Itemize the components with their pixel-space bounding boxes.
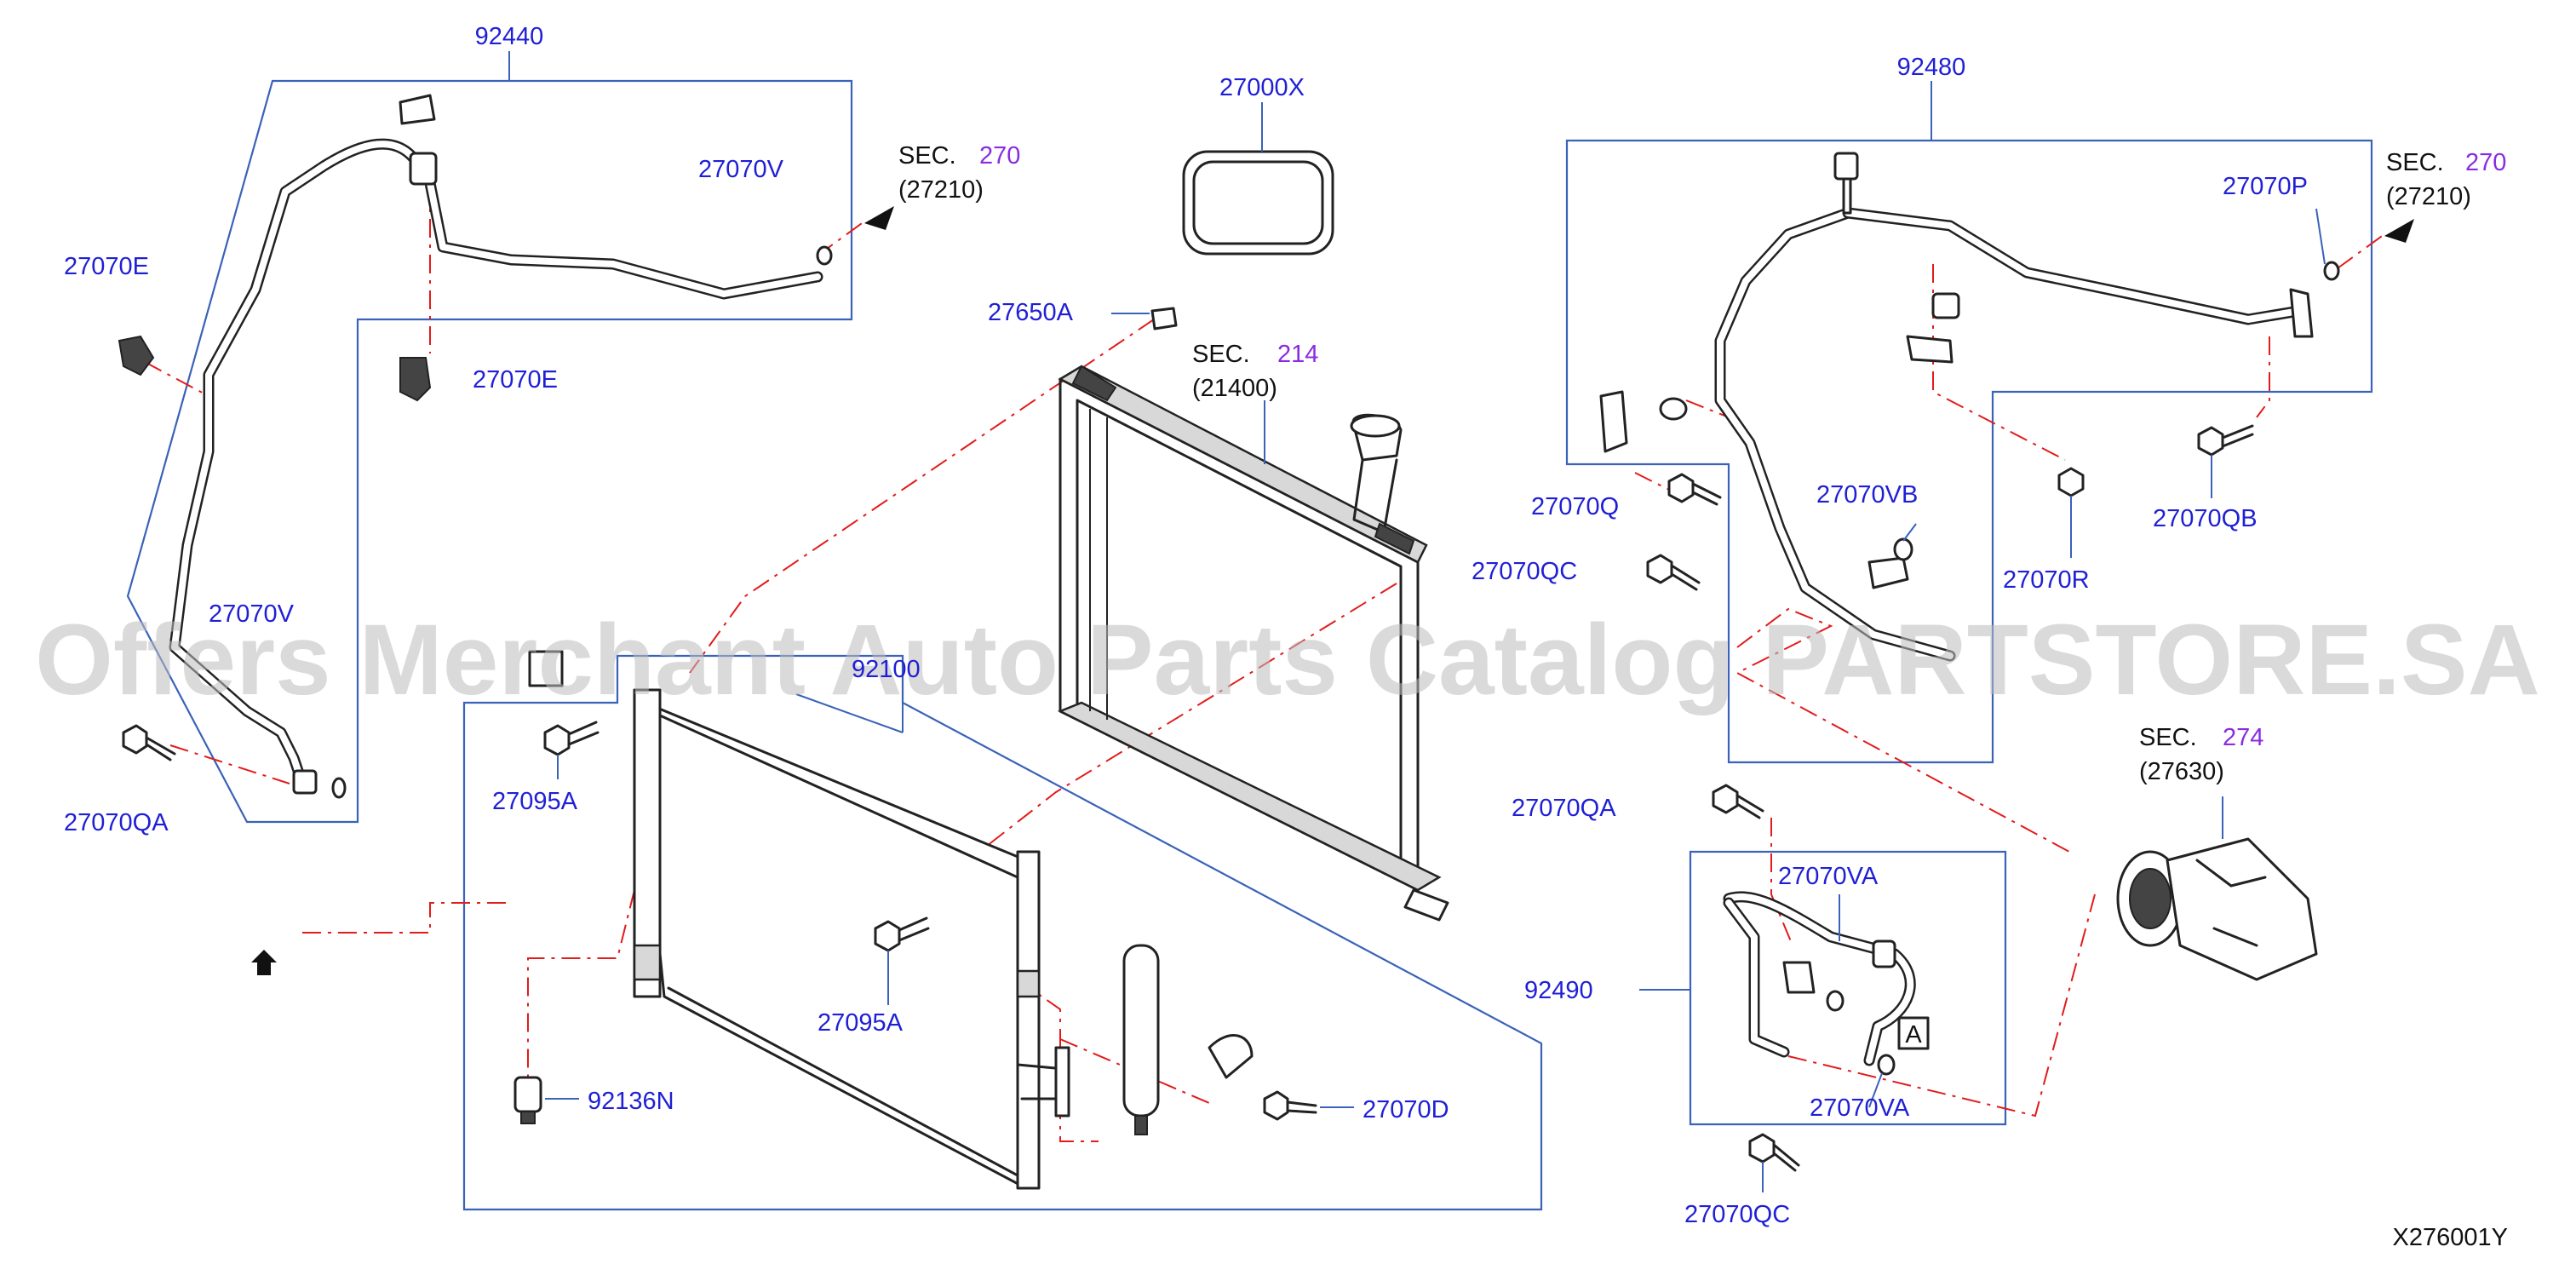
- label-27070R: 27070R: [2003, 566, 2090, 594]
- cap-27650A: [1111, 307, 1178, 330]
- compressor: [2116, 796, 2318, 981]
- label-27070E-right: 27070E: [473, 366, 558, 394]
- seal-27000X: [1182, 102, 1334, 256]
- label-27070Q: 27070Q: [1531, 493, 1619, 520]
- watermark-text: Offers Merchant Auto Parts Catalog PARTS…: [35, 604, 2540, 716]
- label-92100: 92100: [852, 656, 921, 683]
- section-ref-upper-right: SEC. 270 (27210): [2386, 149, 2506, 210]
- label-92490: 92490: [1524, 977, 1593, 1004]
- label-27070QB: 27070QB: [2153, 505, 2258, 532]
- bolt-27070QC-upper: [1646, 554, 1701, 591]
- diagram-id: X276001Y: [2393, 1224, 2508, 1251]
- section-ref-upper-left: SEC. 270 (27210): [898, 142, 1020, 204]
- callout-marker-a-left: [528, 650, 564, 687]
- label-27070V-lower: 27070V: [209, 600, 295, 628]
- frame-92490: [1689, 850, 2007, 1126]
- bolt-27095A-upper: [543, 721, 600, 779]
- bracket-27070D: [1208, 1034, 1354, 1121]
- svg-text:SEC.: SEC.: [2386, 149, 2444, 176]
- label-27070VB: 27070VB: [1816, 481, 1918, 508]
- svg-text:270: 270: [979, 142, 1020, 169]
- svg-text:(21400): (21400): [1192, 375, 1277, 402]
- bolt-27095A-lower: [874, 916, 930, 1005]
- callout-marker-a: A: [1897, 1016, 1930, 1050]
- pressure-sensor-92136N: [513, 1076, 579, 1124]
- label-27000X: 27000X: [1219, 74, 1305, 101]
- label-27070VA-lower: 27070VA: [1810, 1095, 1910, 1122]
- bolt-27070QC-lower: [1748, 1133, 1800, 1192]
- pipe-92440: [169, 94, 833, 790]
- svg-text:214: 214: [1277, 341, 1318, 368]
- svg-text:A: A: [1905, 1021, 1922, 1049]
- label-92480: 92480: [1897, 54, 1966, 81]
- label-27070QA-right: 27070QA: [1512, 795, 1616, 822]
- clip-27070E-right: [399, 357, 432, 402]
- label-27095A-upper: 27095A: [492, 788, 578, 815]
- front-arrow-icon: [251, 950, 277, 975]
- label-27095A-lower: 27095A: [818, 1009, 904, 1037]
- label-92136N: 92136N: [588, 1088, 674, 1115]
- svg-text:SEC.: SEC.: [2139, 724, 2197, 751]
- section-ref-compressor: SEC. 274 (27630): [2139, 724, 2263, 785]
- svg-text:(27630): (27630): [2139, 758, 2224, 785]
- svg-text:(27210): (27210): [2386, 183, 2471, 210]
- frame-92440: [126, 79, 853, 824]
- label-27070V-upper: 27070V: [698, 156, 784, 183]
- svg-text:270: 270: [2465, 149, 2506, 176]
- section-ref-radiator: SEC. 214 (21400): [1192, 341, 1318, 402]
- hose-92490: [1723, 891, 1916, 1108]
- hose-92480: [1599, 152, 2340, 662]
- label-27070E-left: 27070E: [64, 253, 149, 280]
- svg-text:SEC.: SEC.: [1192, 341, 1250, 368]
- condenser: [633, 688, 1070, 1190]
- label-27070P: 27070P: [2223, 173, 2308, 200]
- receiver-drier: [1122, 944, 1160, 1135]
- clip-27070E-left: [118, 335, 155, 376]
- bolt-27070Q: [1667, 473, 1722, 506]
- svg-text:274: 274: [2223, 724, 2263, 751]
- part-number-labels: 92440 27070E 27070E 27070V 27070V 27070Q…: [64, 23, 2308, 1228]
- svg-text:(27210): (27210): [898, 176, 984, 204]
- label-27070VA-upper: 27070VA: [1778, 863, 1879, 890]
- label-27070QC-lower: 27070QC: [1684, 1201, 1790, 1228]
- sec-flow-arrow-icon: [864, 206, 894, 230]
- label-27650A: 27650A: [988, 299, 1074, 326]
- label-27070QA-left: 27070QA: [64, 809, 169, 836]
- sec-flow-arrow-icon: [2384, 219, 2414, 243]
- label-92440: 92440: [475, 23, 544, 50]
- nut-27070R: [2057, 467, 2085, 558]
- label-27070D: 27070D: [1363, 1096, 1449, 1123]
- bolt-27070QA-left: [122, 724, 176, 761]
- bolt-27070QB: [2197, 424, 2254, 498]
- radiator: [1057, 365, 1449, 922]
- svg-text:SEC.: SEC.: [898, 142, 956, 169]
- label-27070QC-upper: 27070QC: [1472, 558, 1577, 585]
- bolt-27070QA-right: [1712, 784, 1764, 819]
- frame-92480: [1565, 139, 2373, 764]
